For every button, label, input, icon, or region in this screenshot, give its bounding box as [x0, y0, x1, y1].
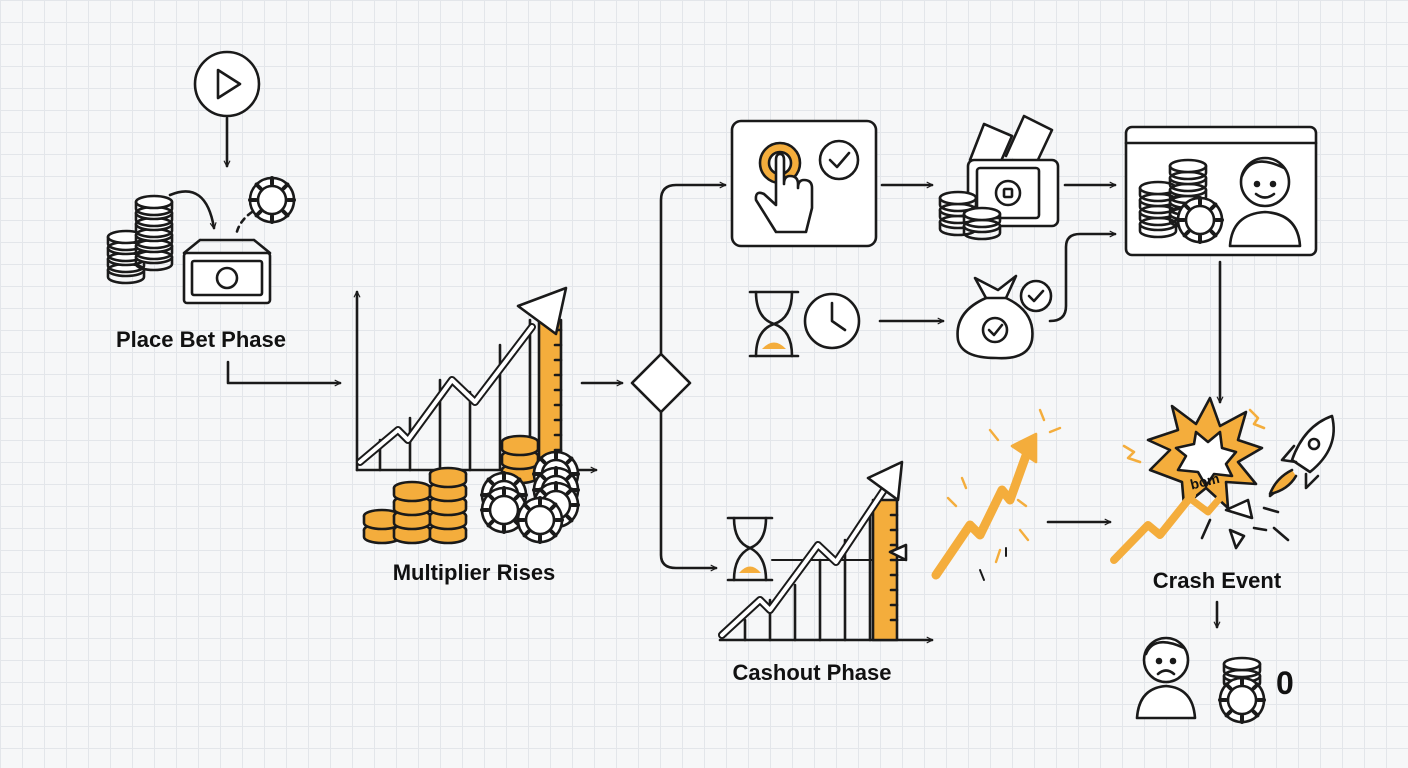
branch-arrow-to-auto-cashout: [659, 410, 718, 572]
multiplier-label: Multiplier Rises: [393, 560, 556, 585]
flow-arrow-bag-to-screen: [1048, 230, 1117, 323]
boom-text: bom: [1189, 470, 1222, 493]
explosion-icon: bom: [1110, 396, 1290, 564]
place-bet-phase: Place Bet Phase: [106, 50, 342, 387]
cashout-label: Cashout Phase: [733, 660, 892, 685]
hand-pointer-icon: [754, 152, 814, 234]
sparking-rising-arrow-icon: [931, 408, 1062, 581]
cash-box-icon: [182, 238, 272, 305]
flow-arrow-bet-to-multiplier: [226, 360, 342, 387]
cashout-chart-icon: [718, 460, 934, 644]
zero-balance-text: 0: [1276, 665, 1294, 701]
crash-label: Crash Event: [1153, 568, 1282, 593]
coin-stack-icon: [106, 194, 174, 285]
crash-event: bom Crash Event 0: [1110, 260, 1335, 724]
clock-icon: [803, 292, 861, 350]
multiplier-phase: Multiplier Rises: [353, 286, 624, 585]
branch-arrow-to-cashout-button: [659, 181, 727, 356]
hourglass-icon: [726, 516, 774, 582]
empty-chips-icon: [1218, 656, 1266, 724]
poker-chip-icon: [234, 176, 296, 238]
play-icon[interactable]: [193, 50, 261, 118]
cashout-phase: Cashout Phase: [718, 408, 1112, 685]
decision-diamond-icon[interactable]: [630, 352, 692, 414]
checkmark-icon: [1019, 279, 1053, 313]
curved-arrow-to-box: [168, 190, 217, 230]
hourglass-icon: [748, 290, 800, 358]
rocket-icon: [1268, 414, 1335, 496]
tap-button-panel[interactable]: [730, 119, 878, 248]
happy-user-icon: [1228, 156, 1302, 248]
checkmark-icon: [818, 139, 860, 181]
growth-chart-icon: [353, 286, 598, 474]
place-bet-label: Place Bet Phase: [116, 327, 286, 352]
player-screen-icon: [1124, 125, 1318, 257]
manual-cashout-branch: [730, 114, 1318, 257]
timed-cashout-branch: [748, 230, 1117, 360]
money-safe-icon: [938, 114, 1060, 241]
money-bag-icon: [956, 274, 1053, 360]
sad-user-icon: [1135, 636, 1197, 720]
